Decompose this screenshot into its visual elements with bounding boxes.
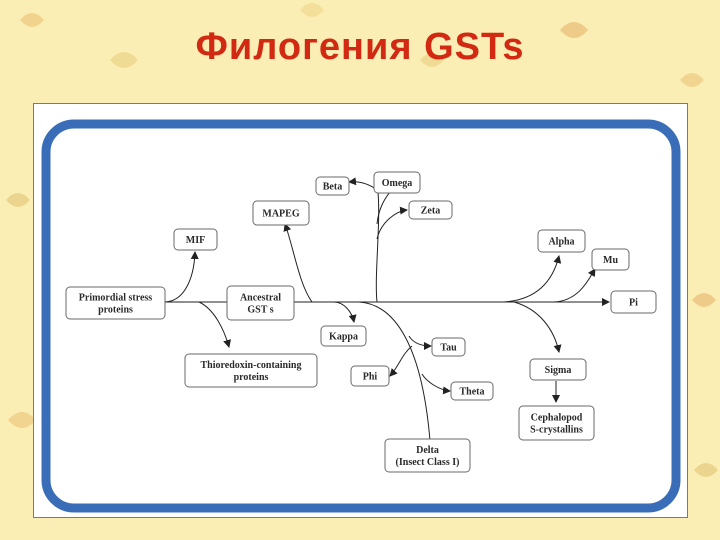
- node-omega-box: [373, 171, 421, 194]
- node-kappa-box: [320, 325, 367, 347]
- node-alpha-label: Alpha: [548, 237, 574, 248]
- edge-to-beta: [348, 177, 378, 191]
- edge-to-thioredoxin: [198, 301, 231, 348]
- edge-to-theta: [421, 373, 451, 395]
- node-mif: MIF: [173, 228, 218, 251]
- node-tau: Tau: [431, 337, 466, 357]
- node-alpha: Alpha: [537, 229, 586, 253]
- node-tau-box: [431, 337, 466, 357]
- node-tau-label: Tau: [440, 343, 457, 354]
- node-mu-label: Mu: [603, 255, 618, 266]
- node-beta: Beta: [315, 176, 350, 196]
- node-zeta: Zeta: [408, 200, 453, 220]
- node-ancestral-box: [226, 285, 295, 321]
- node-mu-box: [591, 248, 630, 271]
- node-cephalopod-label: Cephalopod: [531, 413, 583, 424]
- node-phi-box: [350, 365, 390, 387]
- node-delta: Delta(Insect Class I): [384, 438, 471, 473]
- node-mif-label: MIF: [186, 235, 205, 246]
- node-mapeg-box: [252, 200, 310, 226]
- node-alpha-box: [537, 229, 586, 253]
- node-ancestral-label: GST s: [247, 305, 273, 316]
- node-ancestral-label: Ancestral: [240, 293, 281, 304]
- node-mapeg-label: MAPEG: [262, 209, 299, 220]
- node-kappa-label: Kappa: [329, 332, 358, 343]
- node-cephalopod-box: [518, 405, 595, 441]
- node-zeta-box: [408, 200, 453, 220]
- node-sigma-label: Sigma: [545, 365, 572, 376]
- node-phi: Phi: [350, 365, 390, 387]
- node-theta-label: Theta: [460, 387, 485, 398]
- node-primordial-label: Primordial stress: [79, 293, 153, 304]
- node-mu: Mu: [591, 248, 630, 271]
- edge-to-mif: [163, 251, 199, 303]
- node-mif-box: [173, 228, 218, 251]
- node-thioredoxin-label: proteins: [234, 372, 269, 383]
- edge-to-sigma: [513, 301, 562, 353]
- edge-to-mapeg: [283, 223, 313, 303]
- node-pi-label: Pi: [629, 298, 638, 309]
- node-pi: Pi: [610, 290, 657, 314]
- node-beta-label: Beta: [323, 182, 342, 193]
- blue-frame: [41, 119, 681, 513]
- node-omega: Omega: [373, 171, 421, 194]
- node-delta-label: (Insect Class I): [396, 457, 460, 468]
- edge-to-kappa: [333, 301, 357, 323]
- node-beta-box: [315, 176, 350, 196]
- node-delta-label: Delta: [416, 445, 439, 456]
- edge-to-delta: [358, 301, 435, 455]
- node-sigma-box: [529, 358, 587, 381]
- node-pi-box: [610, 290, 657, 314]
- slide-title: Филогения GSTs: [195, 26, 525, 68]
- node-mapeg: MAPEG: [252, 200, 310, 226]
- node-omega-label: Omega: [382, 178, 413, 189]
- node-kappa: Kappa: [320, 325, 367, 347]
- edge-to-mu: [553, 268, 596, 303]
- node-cephalopod-label: S-crystallins: [530, 425, 583, 436]
- node-delta-box: [384, 438, 471, 473]
- edge-to-phi: [389, 345, 413, 377]
- node-phi-label: Phi: [363, 372, 378, 383]
- node-primordial-box: [65, 286, 166, 320]
- node-theta-box: [450, 381, 494, 401]
- edge-to-alpha: [503, 255, 562, 303]
- node-thioredoxin-label: Thioredoxin-containing: [201, 360, 302, 371]
- edge-omega-stem: [375, 183, 380, 303]
- node-primordial-label: proteins: [98, 305, 133, 316]
- edge-to-zeta: [376, 206, 408, 240]
- edge-to-tau: [408, 335, 432, 350]
- node-zeta-label: Zeta: [421, 206, 440, 217]
- node-sigma: Sigma: [529, 358, 587, 381]
- node-thioredoxin-box: [184, 353, 318, 388]
- node-theta: Theta: [450, 381, 494, 401]
